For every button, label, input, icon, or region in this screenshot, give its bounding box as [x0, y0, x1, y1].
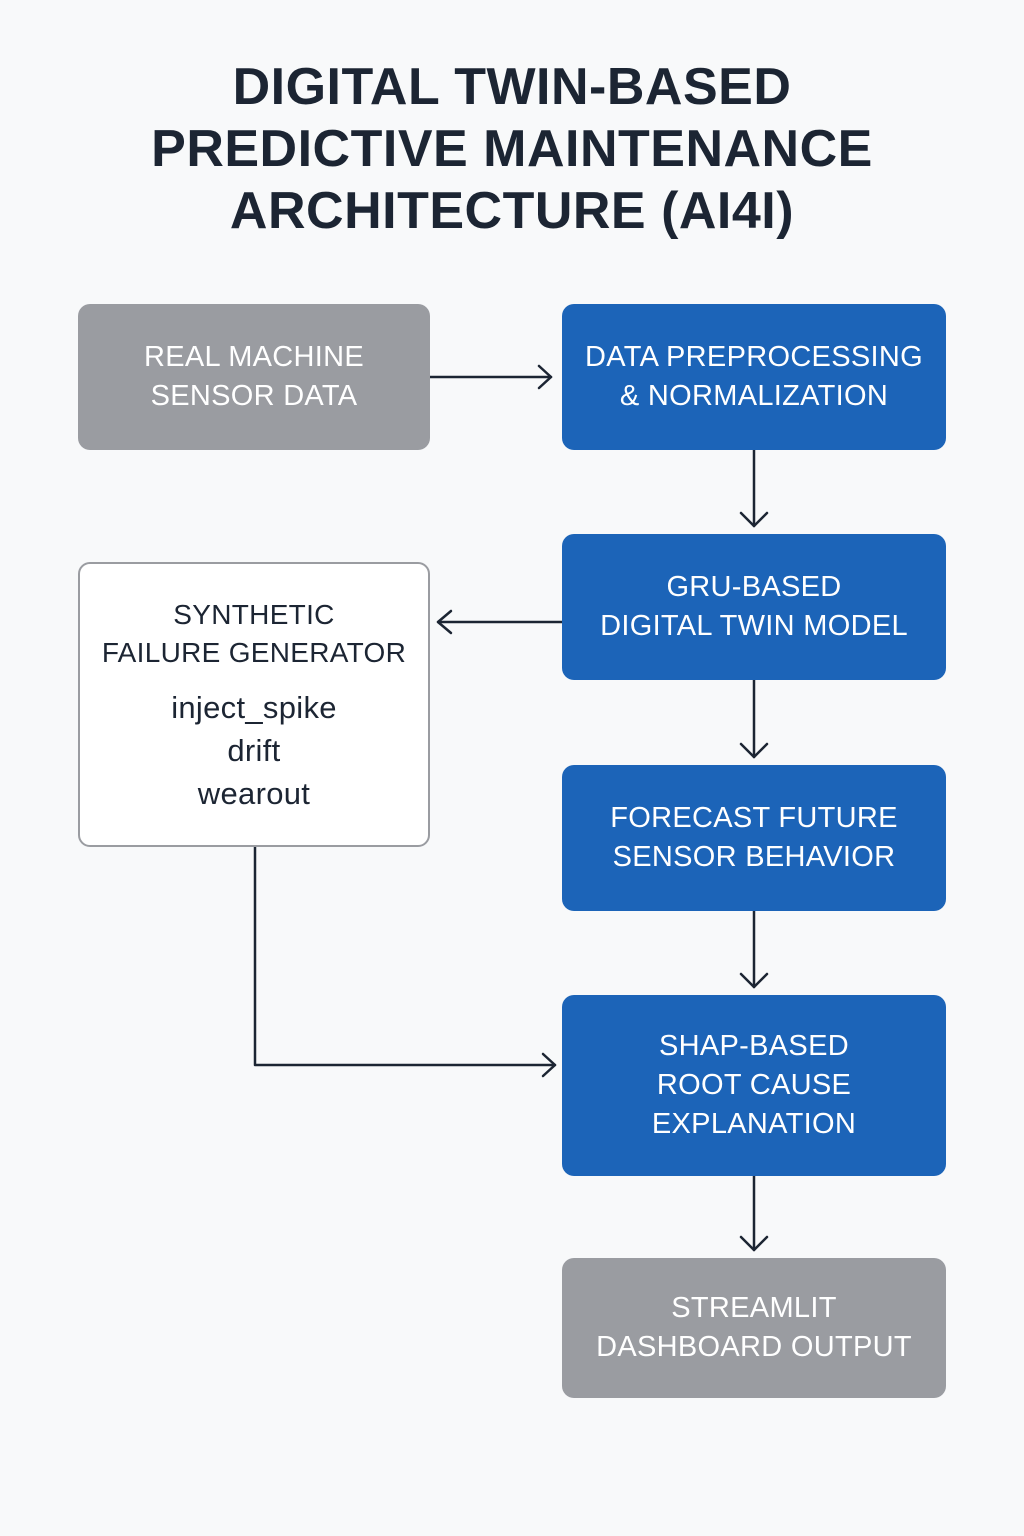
failure-mode-list: inject_spike drift wearout	[171, 686, 337, 815]
node-shap-root-cause-explanation: SHAP-BASED ROOT CAUSE EXPLANATION	[562, 995, 946, 1176]
failure-mode-item: inject_spike	[171, 690, 337, 725]
node-forecast-future-sensor-behavior: FORECAST FUTURE SENSOR BEHAVIOR	[562, 765, 946, 911]
arrow-sensor-to-preprocessing	[428, 364, 553, 390]
failure-mode-item: wearout	[197, 776, 311, 811]
arrow-synthetic-to-shap	[253, 845, 557, 1078]
node-label-line: SENSOR DATA	[150, 380, 358, 412]
node-label-line: DIGITAL TWIN MODEL	[600, 610, 908, 642]
node-label-line: STREAMLIT	[671, 1292, 837, 1324]
node-label-line: DASHBOARD OUTPUT	[596, 1331, 912, 1363]
node-label-line: GRU-BASED	[666, 571, 842, 603]
node-synthetic-failure-generator: SYNTHETIC FAILURE GENERATOR inject_spike…	[78, 562, 430, 847]
title-line-2: PREDICTIVE MAINTENANCE	[151, 120, 873, 178]
node-label-line: REAL MACHINE	[143, 341, 365, 373]
node-streamlit-dashboard-output: STREAMLIT DASHBOARD OUTPUT	[562, 1258, 946, 1398]
node-data-preprocessing: DATA PREPROCESSING & NORMALIZATION	[562, 304, 946, 450]
diagram-title: DIGITAL TWIN-BASED PREDICTIVE MAINTENANC…	[0, 56, 1024, 242]
node-label-line: SHAP-BASED	[659, 1030, 849, 1062]
node-real-machine-sensor-data: REAL MACHINE SENSOR DATA	[78, 304, 430, 450]
node-label-line: FAILURE GENERATOR	[101, 637, 407, 668]
node-label-line: FORECAST FUTURE	[610, 802, 898, 834]
title-line-3: ARCHITECTURE (AI4I)	[229, 182, 795, 240]
node-label-line: SENSOR BEHAVIOR	[612, 841, 896, 873]
arrow-preprocessing-to-gru	[739, 448, 769, 528]
node-label-line: SYNTHETIC	[173, 599, 335, 630]
arrow-gru-to-synthetic	[436, 609, 564, 635]
title-line-1: DIGITAL TWIN-BASED	[232, 58, 792, 116]
node-label-line: ROOT CAUSE	[656, 1069, 852, 1101]
node-label-line: EXPLANATION	[651, 1108, 857, 1140]
arrow-gru-to-forecast	[739, 678, 769, 759]
arrow-shap-to-dashboard	[739, 1174, 769, 1252]
node-gru-digital-twin-model: GRU-BASED DIGITAL TWIN MODEL	[562, 534, 946, 680]
failure-mode-item: drift	[227, 733, 281, 768]
node-label-line: DATA PREPROCESSING	[585, 341, 923, 373]
synthetic-title: SYNTHETIC FAILURE GENERATOR	[102, 596, 406, 672]
node-label-line: & NORMALIZATION	[619, 380, 889, 412]
arrow-forecast-to-shap	[739, 909, 769, 989]
